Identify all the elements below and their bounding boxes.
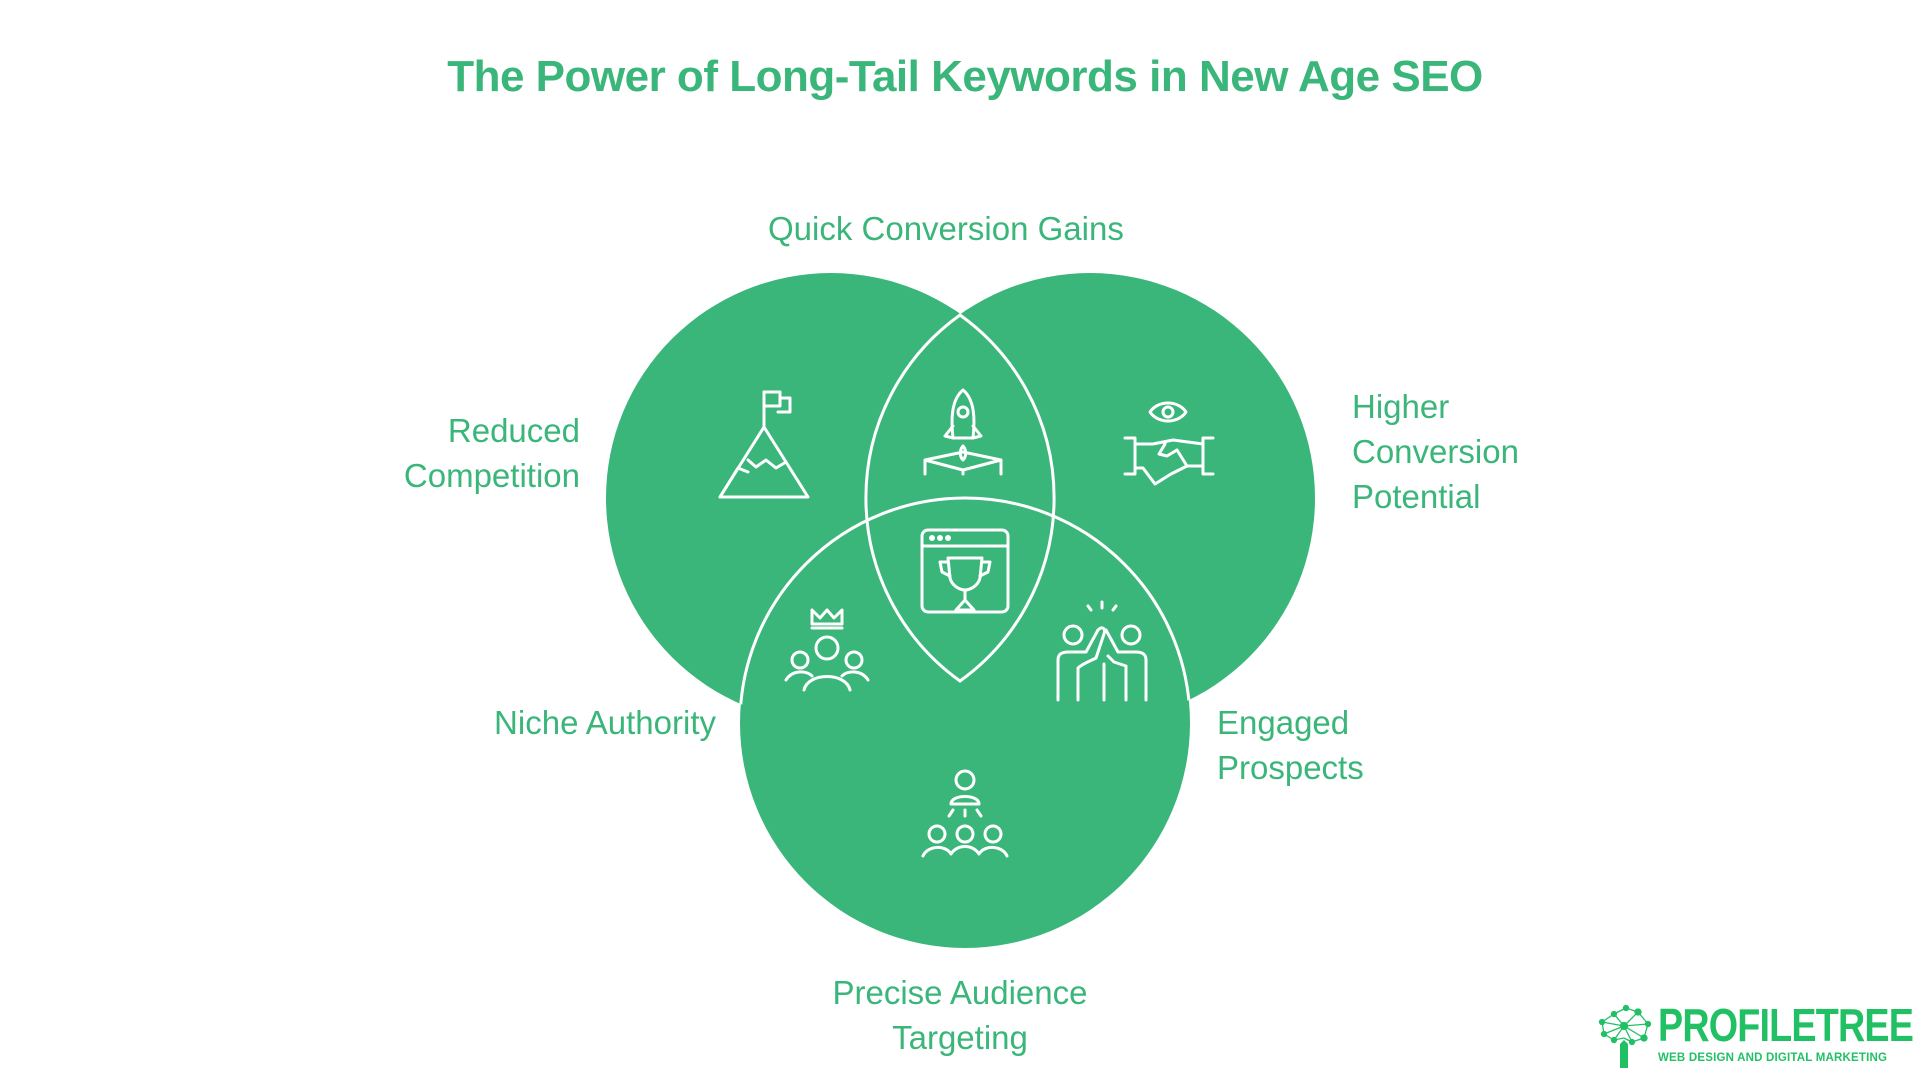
label-engaged-prospects: Engaged Prospects	[1217, 700, 1477, 790]
outline-left-right	[864, 313, 1056, 683]
label-line: Engaged	[1217, 704, 1350, 741]
label-line: Reduced	[447, 412, 580, 449]
label-line: Potential	[1352, 478, 1481, 515]
trophy-window-icon	[920, 528, 1010, 614]
label-niche-authority: Niche Authority	[400, 700, 716, 745]
label-quick-conversion-gains: Quick Conversion Gains	[768, 206, 1168, 251]
label-reduced-competition: Reduced Competition	[300, 408, 580, 498]
circle-bottom	[740, 498, 1190, 948]
outline-bottom-inner	[738, 496, 1192, 723]
rocket-launch-icon	[923, 388, 1003, 476]
tree-network-icon	[1598, 1004, 1652, 1068]
mountain-flag-icon	[718, 390, 810, 499]
label-line: Higher	[1352, 388, 1450, 425]
label-line: Conversion	[1352, 433, 1519, 470]
eye-handshake-icon	[1123, 401, 1215, 486]
high-five-icon	[1056, 600, 1148, 702]
logo-name: PROFILETREE	[1658, 999, 1914, 1051]
label-higher-conversion-potential: Higher Conversion Potential	[1352, 384, 1612, 519]
audience-targeting-icon	[921, 769, 1009, 858]
label-line: Precise Audience	[832, 974, 1088, 1011]
logo-tagline: WEB DESIGN AND DIGITAL MARKETING	[1658, 1052, 1888, 1064]
label-line: Quick Conversion Gains	[768, 210, 1124, 247]
page-title: The Power of Long-Tail Keywords in New A…	[447, 52, 1483, 101]
label-line: Competition	[403, 457, 580, 494]
label-line: Targeting	[892, 1019, 1028, 1056]
label-precise-audience-targeting: Precise Audience Targeting	[760, 970, 1160, 1060]
label-line: Prospects	[1217, 749, 1364, 786]
profiletree-logo: PROFILETREE WEB DESIGN AND DIGITAL MARKE…	[1594, 998, 1914, 1068]
crowned-group-icon	[784, 608, 870, 692]
label-line: Niche Authority	[494, 704, 716, 741]
